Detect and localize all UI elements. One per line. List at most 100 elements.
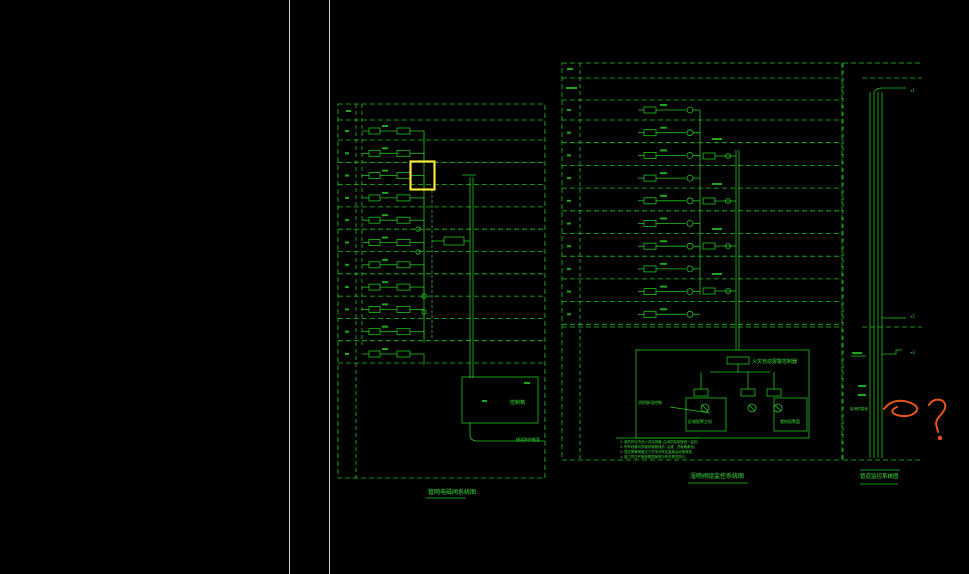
- glyph-mark: [345, 196, 349, 199]
- glyph-mark: [660, 126, 667, 129]
- glyph-mark: [660, 104, 667, 106]
- panel-b-flow-switch: [686, 220, 694, 227]
- panel-b-sub-box-frame: [685, 397, 727, 432]
- glyph-mark: [567, 290, 571, 293]
- glyph-mark: [346, 110, 351, 112]
- glyph-mark: [382, 303, 388, 306]
- panel-b-flow-switch: [686, 242, 694, 250]
- selection-highlight-box[interactable]: [409, 160, 436, 191]
- glyph-mark: [567, 199, 571, 202]
- glyph-mark: [660, 172, 667, 175]
- glyph-mark: [858, 385, 866, 387]
- glyph-mark: [345, 241, 349, 244]
- glyph-mark: [852, 352, 862, 354]
- wire: [748, 404, 756, 412]
- panel-b-box-label: 火灾自动报警控制器: [752, 358, 797, 365]
- glyph-mark: [660, 285, 667, 288]
- glyph-mark: [567, 68, 573, 70]
- panel-a-relay: [396, 328, 411, 336]
- panel-b-flow-switch: [686, 197, 694, 205]
- panel-b-note-3: 3.湿式报警阀组压力开关动作后直接启动喷淋泵。: [620, 449, 695, 454]
- glyph-mark: [382, 125, 388, 127]
- panel-a-title: 管网电磁阀系统图: [428, 488, 476, 496]
- glyph-mark: [382, 348, 388, 350]
- panel-b-breaker: [643, 265, 657, 273]
- glyph-mark: [660, 262, 667, 265]
- panel-b-breaker: [643, 106, 657, 114]
- glyph-mark: [566, 87, 577, 89]
- glyph-mark: [382, 236, 388, 239]
- panel-b-sub-box-2: 区域报警主机: [688, 418, 712, 424]
- panel-c-terminal-1: +1: [910, 88, 915, 93]
- glyph-mark: [345, 263, 349, 266]
- glyph-mark: [345, 308, 349, 311]
- panel-b-flow-switch: [686, 288, 694, 296]
- panel-b-sub-box: [766, 388, 782, 397]
- panel-c-schematic: [842, 62, 922, 485]
- glyph-mark: [382, 325, 388, 328]
- panel-b-node: [725, 198, 731, 204]
- panel-a-relay: [396, 283, 411, 291]
- panel-b-breaker: [643, 310, 657, 318]
- glyph-mark: [382, 281, 388, 284]
- panel-b-breaker: [643, 242, 657, 250]
- glyph-mark: [345, 130, 349, 132]
- panel-b-breaker: [643, 288, 657, 296]
- panel-b-module: [702, 242, 716, 250]
- panel-a-control-box: [461, 376, 539, 424]
- handwritten-markup: [883, 398, 947, 441]
- panel-a-breaker: [368, 305, 381, 313]
- glyph-mark: [345, 219, 349, 222]
- glyph-mark: [712, 228, 722, 230]
- panel-b-title: 湿喷阀组监控系统图: [690, 472, 744, 480]
- glyph-mark: [345, 330, 349, 333]
- panel-a-breaker: [368, 261, 381, 269]
- panel-a-breaker: [368, 239, 381, 246]
- panel-a-relay: [396, 239, 411, 246]
- panel-a-breaker: [368, 350, 381, 358]
- panel-a-box-label: 控制箱: [510, 399, 525, 406]
- glyph-mark: [345, 174, 349, 177]
- panel-b-alarm-symbol: [747, 403, 757, 413]
- glyph-mark: [712, 183, 722, 185]
- panel-b-breaker: [643, 220, 657, 227]
- panel-c-title: 管道监控系统图: [860, 472, 899, 480]
- glyph-mark: [382, 258, 388, 261]
- panel-b-breaker: [643, 129, 657, 137]
- panel-a-relay: [396, 127, 411, 135]
- panel-a-breaker: [368, 194, 381, 202]
- glyph-mark: [567, 222, 571, 225]
- panel-c-side-label: 接消防泵房: [850, 406, 868, 411]
- glyph-mark: [712, 273, 722, 275]
- panel-b-head-label: [726, 356, 750, 365]
- glyph-mark: [567, 177, 571, 180]
- panel-a-relay: [396, 305, 411, 313]
- panel-a-relay: [396, 261, 411, 269]
- glyph-mark: [382, 147, 388, 150]
- panel-a-schematic: [337, 103, 546, 499]
- glyph-mark: [567, 154, 571, 157]
- panel-b-flow-switch: [686, 106, 694, 114]
- glyph-mark: [712, 138, 722, 140]
- panel-b-breaker: [643, 151, 657, 159]
- glyph-mark: [858, 394, 866, 396]
- panel-b-schematic: [561, 62, 843, 484]
- glyph-mark: [345, 152, 349, 155]
- glyph-mark: [660, 308, 667, 311]
- panel-a-breaker: [368, 172, 381, 180]
- panel-b-controller: [635, 349, 810, 439]
- panel-b-flow-switch: [686, 129, 694, 137]
- panel-a-relay: [396, 149, 411, 157]
- panel-b-breaker: [643, 197, 657, 205]
- panel-b-breaker: [643, 174, 657, 182]
- panel-b-flow-switch: [686, 265, 694, 273]
- panel-a-breaker: [368, 149, 381, 157]
- panel-a-switch-symbol: [415, 226, 421, 232]
- glyph-mark: [660, 149, 667, 152]
- glyph-mark: [382, 214, 388, 217]
- panel-b-flow-switch: [686, 174, 694, 182]
- panel-a-relay: [396, 350, 411, 358]
- glyph-mark: [482, 400, 487, 402]
